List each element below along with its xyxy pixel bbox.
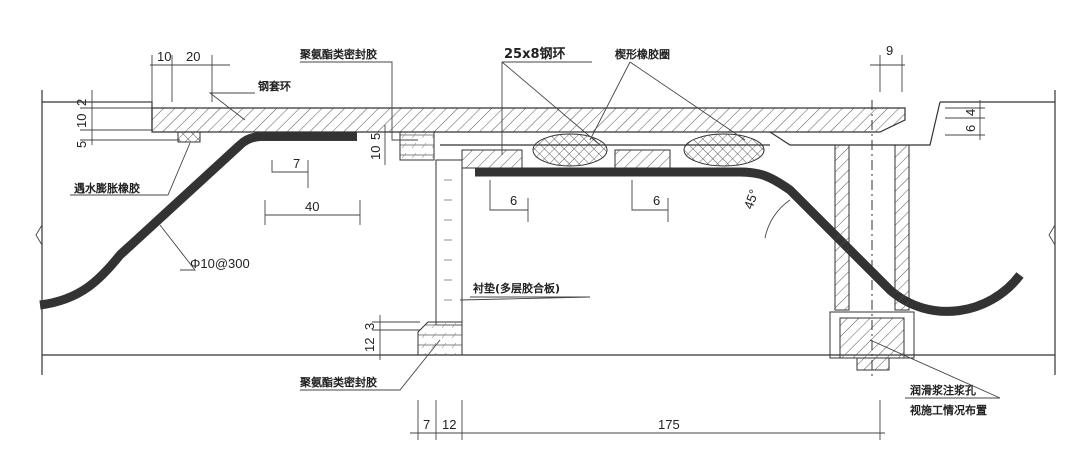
label-pu-sealant-top: 聚氨酯类密封胶: [299, 47, 377, 61]
dim-weld-7: 7: [293, 156, 300, 171]
dim-base-175: 175: [658, 417, 680, 432]
dim-mid-10: 10: [368, 146, 383, 160]
dim-top-10: 10: [157, 49, 171, 64]
dim-right-4: 4: [963, 109, 978, 116]
label-packing: 衬垫(多层胶合板): [473, 281, 560, 295]
dim-right-9: 9: [886, 43, 893, 58]
dim-top-20: 20: [186, 49, 200, 64]
dim-right-6: 6: [963, 125, 978, 132]
label-rebar: Φ10@300: [190, 256, 250, 271]
label-grout-hole: 润滑浆注浆孔: [910, 383, 976, 397]
dim-angle: 45°: [741, 187, 762, 211]
rebar-left: [39, 131, 357, 310]
dim-weld-6a: 6: [510, 193, 517, 208]
label-steel-sleeve-ring: 钢套环: [258, 79, 291, 93]
dim-left-5: 5: [74, 141, 89, 148]
leader-lines: [70, 61, 1001, 399]
wedge-rubber-ring-2: [683, 133, 765, 167]
dim-base-7: 7: [423, 417, 430, 432]
label-pu-sealant-bottom: 聚氨酯类密封胶: [299, 375, 377, 389]
steel-ring-2: [614, 149, 671, 169]
dim-len-40: 40: [305, 199, 319, 214]
label-water-swelling-rubber: 遇水膨胀橡胶: [74, 181, 140, 195]
packing-plywood: [435, 159, 463, 326]
dim-mid-5: 5: [368, 133, 383, 140]
dim-left-10: 10: [74, 114, 89, 128]
spigot-profile: [769, 101, 941, 146]
pu-sealant-bottom: [417, 321, 463, 356]
grout-hole-sleeve: [829, 100, 915, 380]
dim-bot-3: 3: [362, 323, 377, 330]
label-steel-ring: 25x8钢环: [504, 46, 566, 62]
dim-base-12: 12: [442, 417, 456, 432]
dim-left-2: 2: [74, 99, 89, 106]
steel-ring-1: [461, 149, 523, 169]
wedge-rubber-ring-1: [532, 133, 608, 167]
water-swelling-rubber: [177, 131, 201, 143]
dim-bot-12: 12: [362, 338, 377, 352]
label-grout-hole-note: 视施工情况布置: [910, 403, 987, 417]
pu-sealant-top: [399, 131, 435, 161]
label-wedge-rubber-ring: 楔形橡胶圈: [615, 47, 670, 61]
steel-sleeve-ring: [151, 107, 906, 133]
dim-weld-6b: 6: [653, 193, 660, 208]
dimension-lines: [80, 55, 985, 440]
